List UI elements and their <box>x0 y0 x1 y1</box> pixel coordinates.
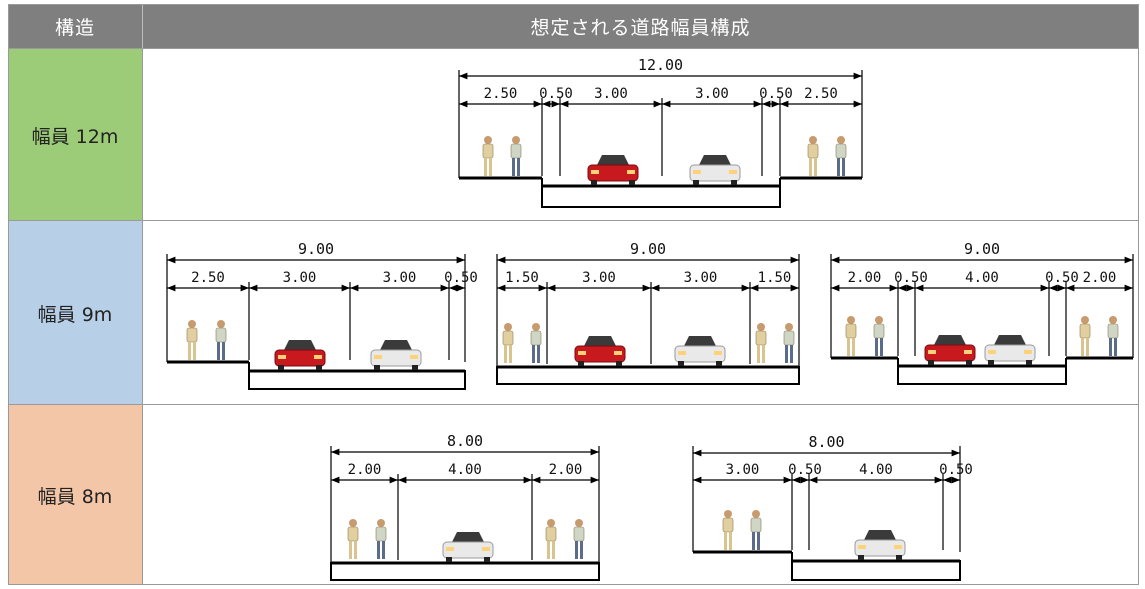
pedestrian-icon <box>1107 316 1119 356</box>
total-width-label: 12.00 <box>638 56 683 74</box>
road-pavement <box>541 185 781 208</box>
segment-width-label: 0.50 <box>1045 270 1079 286</box>
segment-width-label: 3.00 <box>582 270 616 286</box>
total-width-label: 9.00 <box>298 240 334 258</box>
total-width-label: 8.00 <box>447 432 483 450</box>
row-label-8m: 幅員 8m <box>8 404 142 585</box>
segment-width-label: 0.50 <box>939 462 973 478</box>
section-r2-s0: 8.00 2.00 4.00 2.00 <box>330 432 600 581</box>
pedestrian-icon <box>482 136 494 176</box>
white-car-icon <box>689 155 741 185</box>
segment-width-label: 1.50 <box>505 270 539 286</box>
section-r1-s0: 9.00 2.50 3.00 3.00 0.50 <box>166 240 478 390</box>
segment-width-label: 3.00 <box>695 86 729 102</box>
segment-width-label: 0.50 <box>444 270 478 286</box>
pedestrian-icon <box>873 316 885 356</box>
segment-width-label: 2.50 <box>804 86 838 102</box>
pedestrian-icon <box>530 323 542 363</box>
segment-width-label: 0.50 <box>759 86 793 102</box>
row-label-9m: 幅員 9m <box>8 220 142 405</box>
pedestrian-icon <box>502 323 514 363</box>
segment-width-label: 3.00 <box>283 270 317 286</box>
pedestrian-icon <box>186 320 198 360</box>
white-car-icon <box>854 530 906 560</box>
pedestrian-icon <box>347 519 359 559</box>
pedestrian-icon <box>510 136 522 176</box>
segment-width-label: 3.00 <box>594 86 628 102</box>
pedestrian-icon <box>835 136 847 176</box>
road-pavement <box>248 370 466 390</box>
road-pavement <box>496 366 800 385</box>
segment-width-label: 2.00 <box>1083 270 1117 286</box>
section-r0-s0: 12.00 2.50 0.50 3.00 3.00 0.50 2.50 <box>458 56 863 208</box>
segment-width-label: 2.00 <box>848 270 882 286</box>
red-car-icon <box>274 340 326 370</box>
segment-width-label: 2.50 <box>191 270 225 286</box>
segment-width-label: 2.00 <box>549 462 583 478</box>
road-pavement <box>330 562 600 581</box>
pedestrian-icon <box>783 323 795 363</box>
segment-width-label: 1.50 <box>758 270 792 286</box>
row-cell-8m <box>142 404 1139 585</box>
segment-width-label: 4.00 <box>448 462 482 478</box>
pedestrian-icon <box>750 510 762 550</box>
pedestrian-icon <box>375 519 387 559</box>
segment-width-label: 2.00 <box>348 462 382 478</box>
red-car-icon <box>924 335 976 365</box>
pedestrian-icon <box>545 519 557 559</box>
pedestrian-icon <box>573 519 585 559</box>
segment-width-label: 3.00 <box>684 270 718 286</box>
segment-width-label: 0.50 <box>894 270 928 286</box>
pedestrian-icon <box>755 323 767 363</box>
white-car-icon <box>984 335 1036 365</box>
section-r1-s1: 9.00 1.50 3.00 3.00 1.50 <box>496 240 800 385</box>
segment-width-label: 4.00 <box>859 462 893 478</box>
row-label-12m: 幅員 12m <box>8 48 142 221</box>
white-car-icon <box>370 340 422 370</box>
segment-width-label: 3.00 <box>726 462 760 478</box>
road-pavement <box>897 365 1067 385</box>
pedestrian-icon <box>215 320 227 360</box>
segment-width-label: 4.00 <box>965 270 999 286</box>
pedestrian-icon <box>845 316 857 356</box>
section-r2-s1: 8.00 3.00 0.50 4.00 0.50 <box>692 433 973 581</box>
header-title: 想定される道路幅員構成 <box>143 4 1138 48</box>
pedestrian-icon <box>722 510 734 550</box>
total-width-label: 8.00 <box>808 433 844 451</box>
header-structure: 構造 <box>8 4 143 48</box>
segment-width-label: 0.50 <box>788 462 822 478</box>
red-car-icon <box>587 155 639 185</box>
white-car-icon <box>442 532 494 562</box>
total-width-label: 9.00 <box>964 240 1000 258</box>
segment-width-label: 2.50 <box>484 86 518 102</box>
pedestrian-icon <box>1079 316 1091 356</box>
white-car-icon <box>674 336 726 366</box>
pedestrian-icon <box>807 136 819 176</box>
red-car-icon <box>574 336 626 366</box>
segment-width-label: 0.50 <box>539 86 573 102</box>
road-pavement <box>791 560 961 581</box>
segment-width-label: 3.00 <box>383 270 417 286</box>
total-width-label: 9.00 <box>630 240 666 258</box>
